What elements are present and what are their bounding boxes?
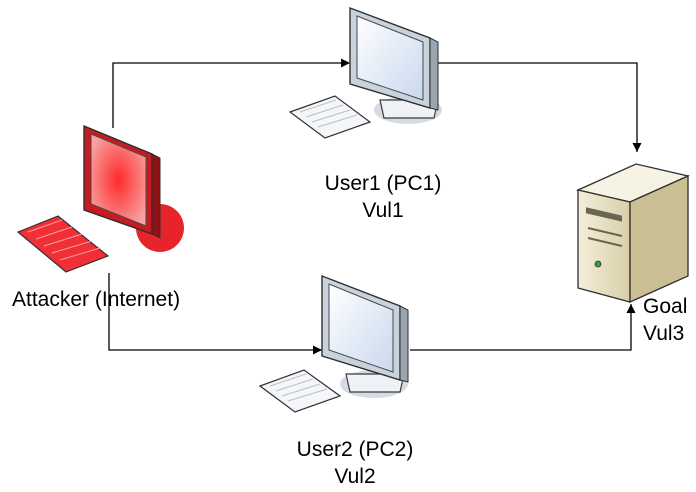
user2-computer-icon — [258, 274, 409, 413]
goal-server-icon — [575, 163, 691, 304]
edges — [108, 58, 642, 355]
attacker-label: Attacker (Internet) — [12, 288, 181, 311]
user2-vuln-label: Vul2 — [334, 465, 376, 488]
user1-computer-icon — [288, 6, 442, 139]
user2-label: User2 (PC2) — [296, 438, 414, 461]
user1-label: User1 (PC1) — [324, 172, 442, 195]
user1-vuln-label: Vul1 — [362, 199, 404, 222]
attacker-computer-icon — [16, 124, 184, 273]
goal-vuln-label: Vul3 — [643, 322, 685, 345]
goal-label: Goal — [643, 295, 688, 318]
edge-attacker-to-user1 — [112, 58, 350, 128]
edge-attacker-to-user2 — [108, 273, 322, 355]
edge-user2-to-goal — [410, 304, 636, 351]
edge-user1-to-goal — [438, 62, 642, 152]
